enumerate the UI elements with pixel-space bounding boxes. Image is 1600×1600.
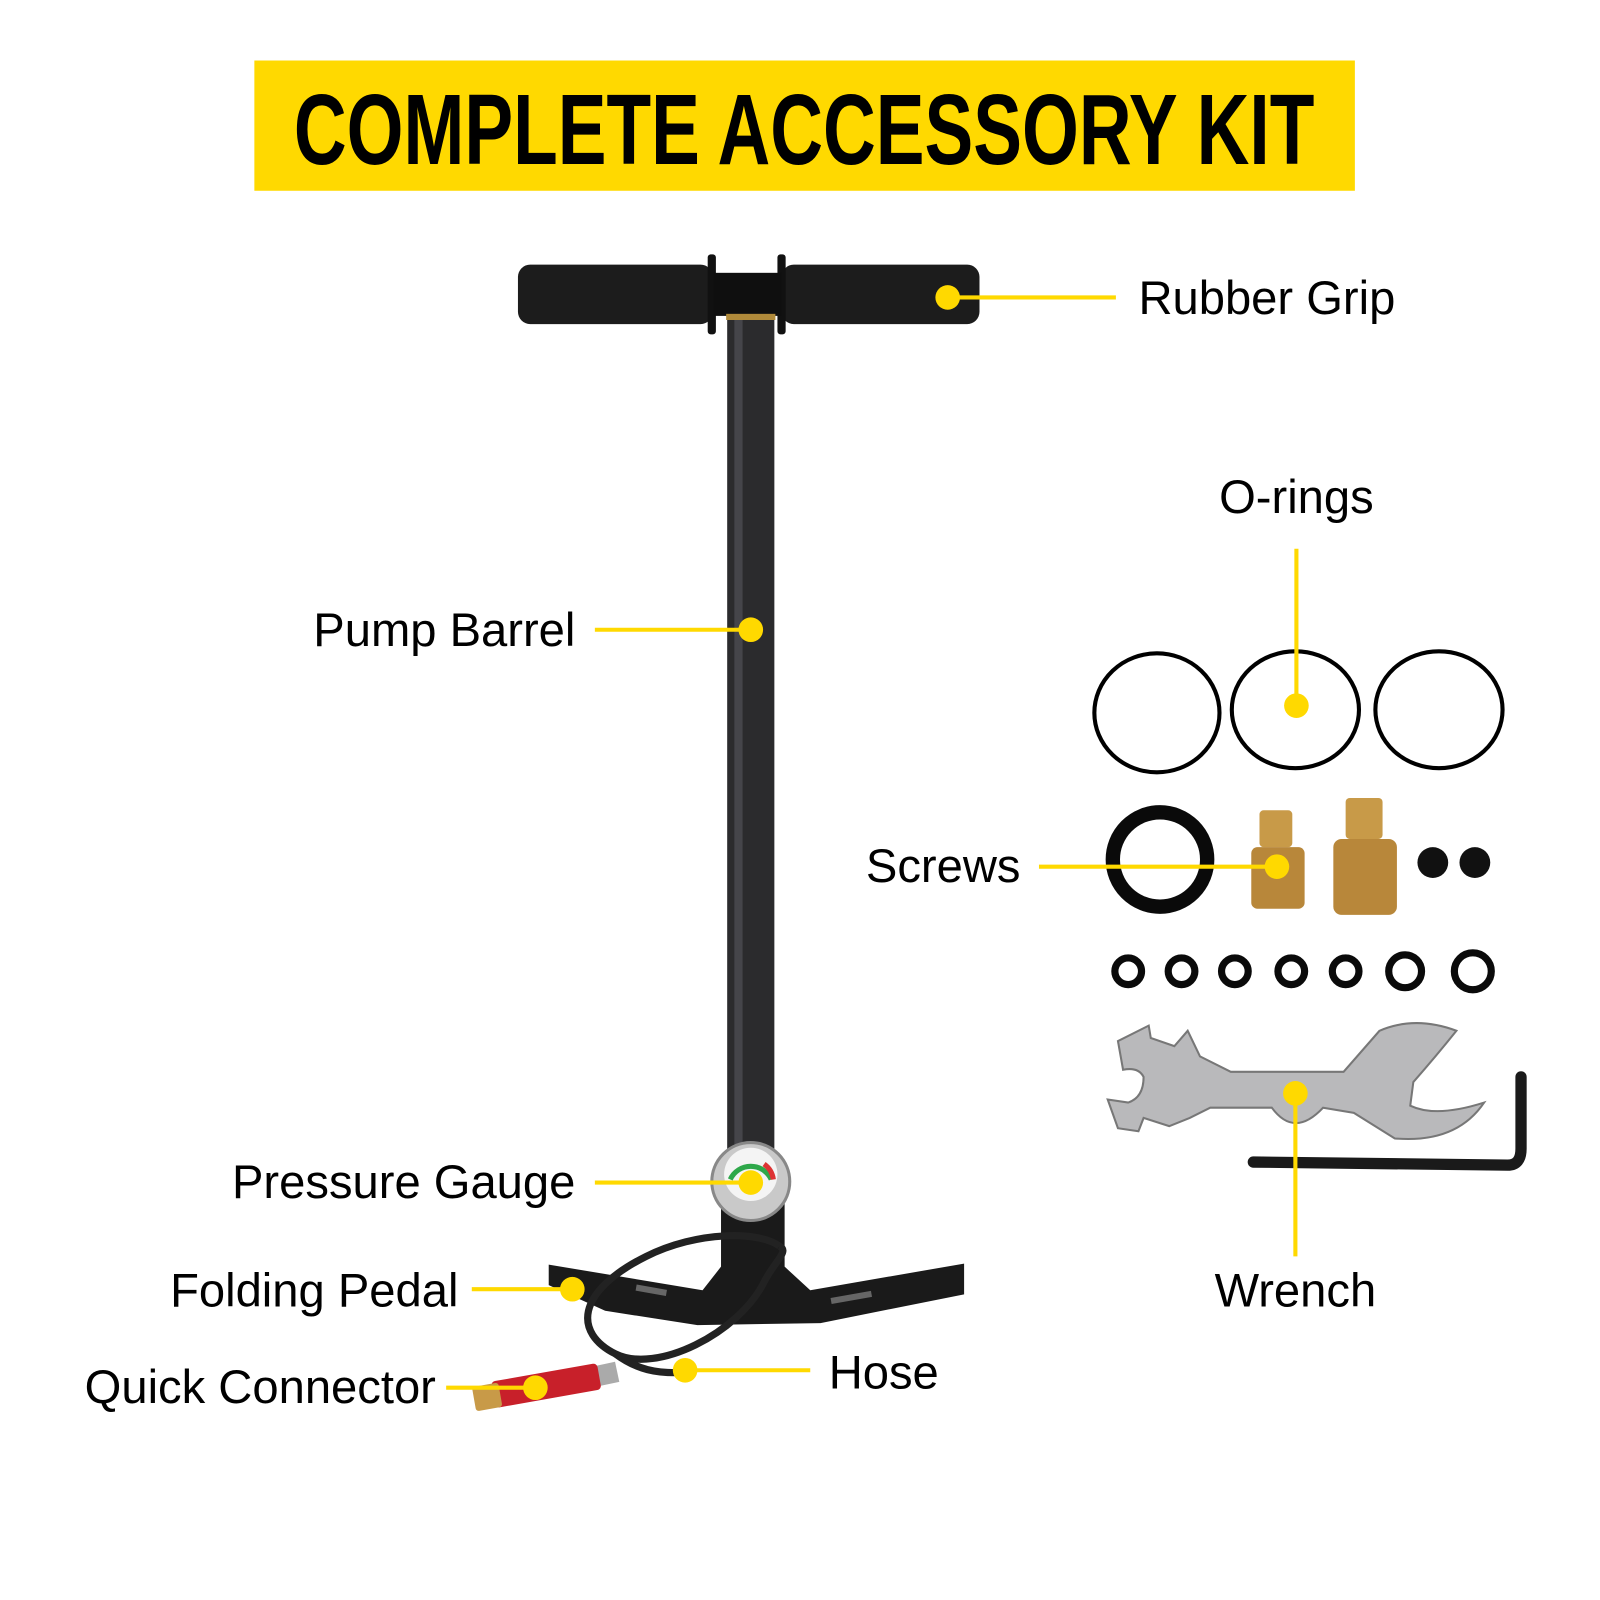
large-seal-ring <box>1105 805 1215 914</box>
left-grip <box>517 264 713 325</box>
page-title: COMPLETE ACCESSORY KIT <box>294 74 1315 186</box>
small-o-rings <box>1111 949 1495 994</box>
label-screws: Screws <box>866 839 1021 892</box>
label-wrench: Wrench <box>1215 1264 1377 1317</box>
label-pressure-gauge: Pressure Gauge <box>232 1155 575 1208</box>
label-pump-barrel: Pump Barrel <box>313 603 575 656</box>
hose <box>584 1232 787 1363</box>
right-grip <box>781 264 980 325</box>
hex-key <box>1247 1071 1527 1171</box>
pump-illustration <box>472 254 980 1411</box>
label-folding-pedal: Folding Pedal <box>170 1264 458 1317</box>
brass-adapter <box>1333 838 1397 915</box>
label-rubber-grip: Rubber Grip <box>1138 271 1395 324</box>
callout-dots <box>523 285 1309 1400</box>
screws <box>1105 797 1491 915</box>
label-o-rings: O-rings <box>1219 470 1374 523</box>
label-quick-connector: Quick Connector <box>85 1360 436 1413</box>
title-banner <box>254 60 1355 191</box>
pump-barrel <box>727 307 775 1154</box>
label-hose: Hose <box>829 1346 939 1399</box>
callout-lines <box>446 295 1299 1390</box>
